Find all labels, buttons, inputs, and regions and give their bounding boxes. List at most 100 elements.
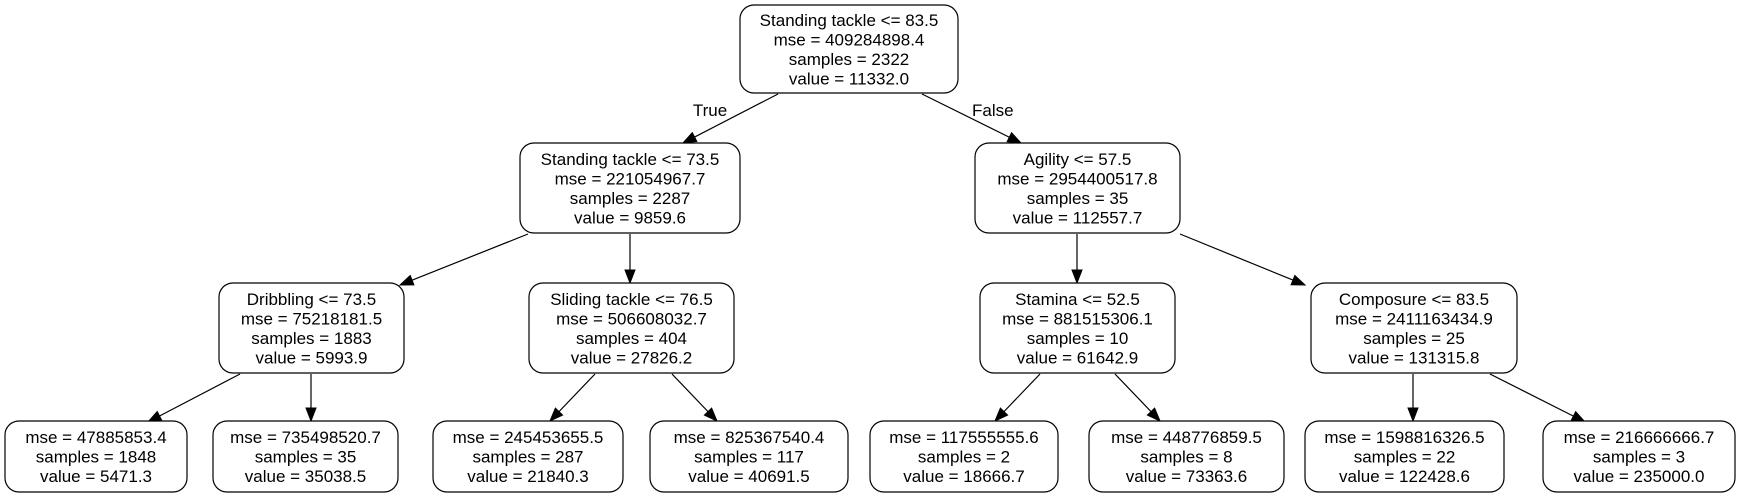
- node-box: [1542, 420, 1736, 493]
- node-text-line: mse = 409284898.4: [774, 30, 925, 49]
- node-box: [528, 282, 735, 374]
- node-text-line: value = 73363.6: [1126, 467, 1247, 486]
- tree-edge-n3-to-n7: [159, 373, 241, 417]
- node-box: [4, 420, 188, 493]
- tree-edge-n2-to-n6: [1179, 233, 1294, 281]
- node-text-line: mse = 117555555.6: [889, 428, 1039, 447]
- node-text-line: value = 131315.8: [1349, 348, 1480, 367]
- node-text-line: value = 11332.0: [789, 69, 909, 88]
- tree-edge-n0-to-n2: [921, 93, 1010, 138]
- node-text-line: mse = 881515306.1: [1002, 309, 1153, 328]
- node-box: [1304, 420, 1505, 493]
- node-box: [974, 142, 1181, 234]
- node-text-line: samples = 2: [918, 448, 1010, 467]
- tree-edge-n5-to-n12: [1114, 373, 1152, 413]
- node-text-line: mse = 245453655.5: [453, 428, 604, 447]
- node-box: [218, 282, 405, 374]
- node-text-line: samples = 1848: [36, 448, 157, 467]
- node-text-line: value = 112557.7: [1013, 208, 1143, 227]
- node-text-line: mse = 448776859.5: [1111, 428, 1262, 447]
- node-text-line: value = 9859.6: [574, 208, 686, 227]
- tree-edge-n1-to-n3: [411, 233, 529, 281]
- arrowhead-icon: [994, 407, 1009, 423]
- node-text-line: samples = 287: [472, 448, 583, 467]
- tree-edge-labels: True False: [693, 101, 1014, 120]
- arrowhead-icon: [549, 407, 564, 423]
- arrowhead-icon: [398, 274, 415, 286]
- node-text-line: samples = 35: [255, 448, 357, 467]
- node-text-line: samples = 2287: [570, 189, 691, 208]
- node-text-line: value = 35038.5: [245, 467, 366, 486]
- node-box: [1310, 282, 1518, 374]
- node-box: [212, 420, 399, 493]
- node-text-line: mse = 506608032.7: [556, 309, 707, 328]
- node-text-line: samples = 22: [1354, 448, 1456, 467]
- node-text-line: Composure <= 83.5: [1339, 290, 1489, 309]
- arrowhead-icon: [681, 131, 698, 144]
- node-text-line: mse = 735498520.7: [230, 428, 381, 447]
- node-text-line: value = 27826.2: [571, 348, 692, 367]
- node-text-line: value = 5471.3: [40, 467, 152, 486]
- tree-edge-n4-to-n10: [671, 373, 709, 413]
- node-text-line: value = 18666.7: [903, 467, 1024, 486]
- arrowhead-icon: [1071, 269, 1083, 285]
- arrowhead-icon: [1407, 407, 1419, 423]
- node-text-line: value = 122428.6: [1339, 467, 1470, 486]
- node-box: [649, 420, 849, 493]
- node-box: [739, 4, 959, 94]
- node-text-line: samples = 1883: [251, 329, 372, 348]
- node-text-line: mse = 75218181.5: [241, 309, 382, 328]
- node-box: [979, 282, 1176, 374]
- node-text-line: samples = 2322: [789, 50, 910, 69]
- tree-edge-n5-to-n11: [1003, 373, 1041, 413]
- node-box: [432, 420, 624, 493]
- node-text-line: samples = 117: [694, 448, 804, 467]
- node-text-line: samples = 10: [1027, 329, 1129, 348]
- arrowhead-icon: [624, 269, 636, 285]
- arrowhead-icon: [703, 407, 718, 423]
- node-text-line: value = 21840.3: [467, 467, 588, 486]
- arrowhead-icon: [1290, 274, 1307, 286]
- arrowhead-icon: [1006, 131, 1023, 144]
- node-text-line: mse = 825367540.4: [674, 428, 825, 447]
- node-text-line: samples = 35: [1027, 189, 1129, 208]
- node-box: [1088, 420, 1285, 493]
- node-text-line: Sliding tackle <= 76.5: [550, 290, 713, 309]
- node-text-line: Standing tackle <= 73.5: [541, 150, 720, 169]
- node-text-line: Stamina <= 52.5: [1015, 290, 1140, 309]
- node-text-line: samples = 404: [576, 329, 687, 348]
- node-text-line: Dribbling <= 73.5: [247, 290, 376, 309]
- node-text-line: mse = 47885853.4: [25, 428, 166, 447]
- node-text-line: mse = 2411163434.9: [1335, 309, 1493, 328]
- edge-label-false: False: [972, 101, 1014, 120]
- node-text-line: value = 40691.5: [688, 467, 809, 486]
- node-text-line: samples = 25: [1363, 329, 1465, 348]
- node-text-line: mse = 1598816326.5: [1324, 428, 1484, 447]
- node-text-line: value = 235000.0: [1574, 467, 1705, 486]
- node-box: [519, 142, 741, 234]
- edge-label-true: True: [693, 101, 727, 120]
- node-text-line: Agility <= 57.5: [1024, 150, 1132, 169]
- node-text-line: mse = 221054967.7: [555, 169, 706, 188]
- node-box: [869, 420, 1059, 493]
- node-text-line: samples = 3: [1593, 448, 1685, 467]
- tree-edge-n0-to-n1: [694, 93, 779, 138]
- node-text-line: value = 61642.9: [1017, 348, 1138, 367]
- node-text-line: mse = 2954400517.8: [997, 169, 1157, 188]
